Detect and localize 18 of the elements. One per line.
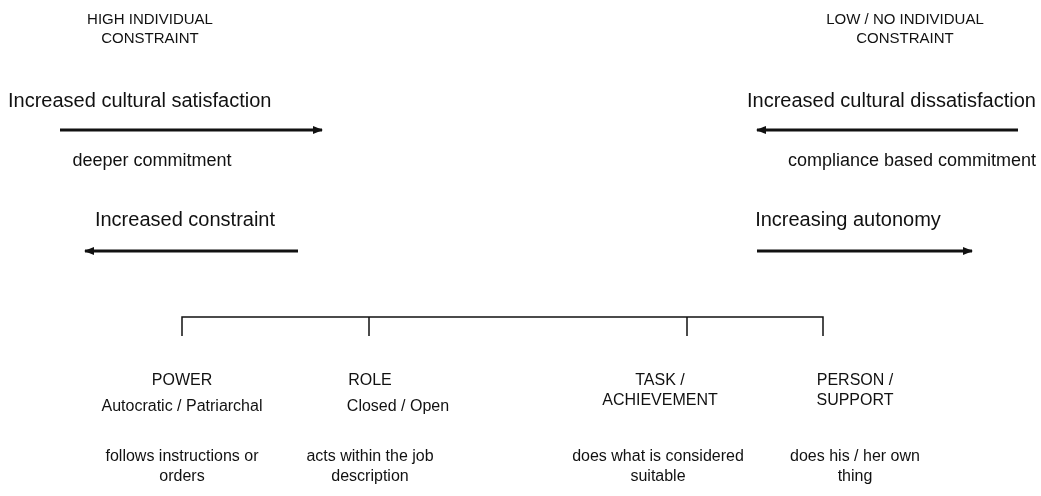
column-heading: TASK / ACHIEVEMENT: [601, 370, 719, 410]
caption-text: Increased constraint: [93, 207, 277, 232]
column-heading: Autocratic / Patriarchal: [100, 396, 264, 416]
description-text: does what is considered suitable: [571, 446, 745, 486]
column-heading: POWER: [150, 370, 214, 390]
heading-text: LOW / NO INDIVIDUAL CONSTRAINT: [825, 10, 985, 48]
column-heading: PERSON / SUPPORT: [815, 370, 895, 410]
caption-text: Increased cultural satisfaction: [8, 88, 273, 113]
description-text: acts within the job description: [305, 446, 435, 486]
column-heading: ROLE: [347, 370, 393, 390]
description-text: does his / her own thing: [790, 446, 920, 486]
caption-text: deeper commitment: [71, 149, 233, 172]
caption-text: Increased cultural dissatisfaction: [745, 88, 1036, 113]
heading-text: HIGH INDIVIDUAL CONSTRAINT: [86, 10, 214, 48]
caption-text: compliance based commitment: [786, 149, 1036, 172]
description-text: follows instructions or orders: [104, 446, 260, 486]
caption-text: Increasing autonomy: [754, 207, 942, 232]
column-heading: Closed / Open: [345, 396, 451, 416]
